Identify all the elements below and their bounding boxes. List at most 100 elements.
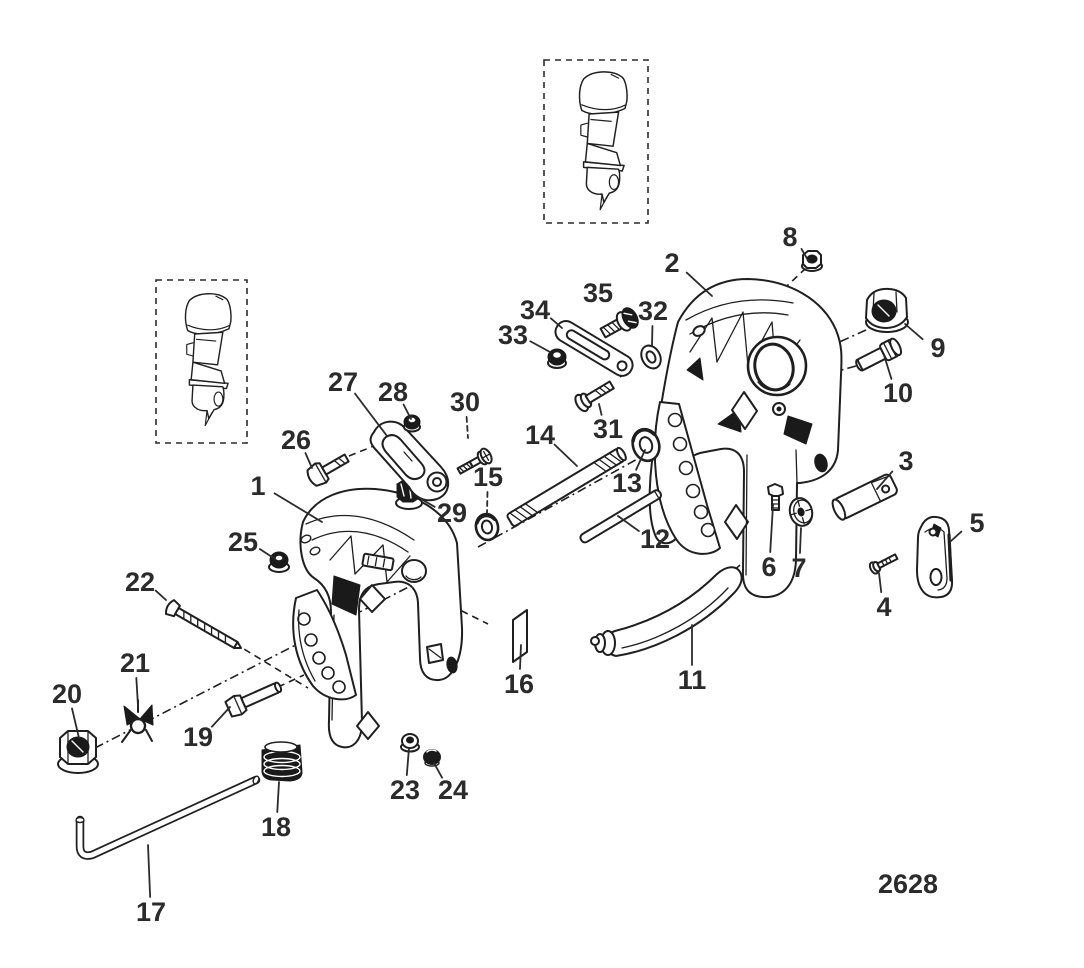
part-26-bolt — [306, 453, 350, 487]
leader-line-6 — [769, 504, 774, 553]
part-label-35: 35 — [583, 278, 613, 308]
part-14-clamp-screw — [506, 446, 627, 527]
part-34-link-plate — [554, 320, 634, 377]
part-2-clamp-bracket-starboard — [648, 278, 843, 599]
leader-line-12 — [617, 515, 640, 532]
part-label-19: 19 — [183, 722, 213, 752]
part-label-11: 11 — [678, 665, 707, 695]
leader-line-18 — [276, 781, 280, 813]
part-label-27: 27 — [328, 367, 358, 397]
part-30-screw — [456, 447, 493, 475]
part-23-flange-nut — [400, 733, 420, 753]
outboard-motor-thumbnail-top — [578, 71, 628, 211]
part-label-15: 15 — [473, 462, 503, 492]
leader-line-4 — [878, 572, 883, 594]
leader-line-9 — [904, 323, 924, 341]
part-17-tilt-lock-rod — [75, 775, 261, 860]
part-6-screw — [767, 483, 784, 511]
part-label-26: 26 — [281, 425, 311, 455]
part-20-flange-nut — [57, 730, 99, 774]
leader-line-5 — [950, 530, 963, 542]
part-label-24: 24 — [438, 775, 468, 805]
part-label-4: 4 — [876, 592, 891, 622]
part-15-washer — [474, 512, 500, 542]
part-label-10: 10 — [883, 378, 913, 408]
part-22-screw — [164, 599, 243, 650]
leader-line-20 — [71, 707, 80, 739]
part-5-tilt-lock-latch — [916, 515, 954, 599]
part-label-20: 20 — [52, 679, 82, 709]
leader-line-10 — [883, 354, 893, 380]
part-label-16: 16 — [504, 669, 534, 699]
part-label-13: 13 — [612, 468, 642, 498]
part-8-locknut — [801, 250, 823, 272]
part-label-34: 34 — [520, 295, 550, 325]
leader-line-24 — [433, 762, 443, 779]
part-label-22: 22 — [125, 567, 155, 597]
part-label-31: 31 — [593, 414, 623, 444]
reference-view-top — [543, 59, 649, 224]
part-label-14: 14 — [525, 420, 555, 450]
leader-line-13 — [635, 449, 646, 471]
part-28-locknut — [403, 414, 421, 433]
part-label-17: 17 — [136, 897, 166, 927]
part-19-bolt — [224, 681, 283, 718]
part-label-28: 28 — [378, 377, 408, 407]
part-21-spring-clip — [121, 699, 154, 743]
part-label-25: 25 — [228, 527, 258, 557]
part-label-6: 6 — [761, 552, 776, 582]
leader-line-21 — [135, 677, 139, 707]
leader-line-2 — [685, 271, 713, 297]
part-label-2: 2 — [664, 248, 679, 278]
part-9-cap-nut — [865, 287, 909, 333]
part-24-cap-nut — [423, 749, 441, 767]
leader-line-29 — [420, 498, 436, 508]
part-label-32: 32 — [638, 296, 668, 326]
clamp-screw-hole — [401, 559, 427, 583]
part-label-7: 7 — [791, 553, 806, 583]
part-label-8: 8 — [782, 222, 797, 252]
leader-line-3 — [876, 470, 894, 490]
part-33-locknut — [547, 348, 567, 369]
leader-line-8 — [800, 248, 810, 263]
part-label-3: 3 — [898, 446, 913, 476]
leader-line-23 — [405, 747, 410, 776]
part-1-clamp-bracket-port — [292, 487, 464, 749]
part-label-1: 1 — [250, 471, 265, 501]
figure-number: 2628 — [878, 869, 938, 899]
part-31-bolt — [574, 380, 615, 413]
part-label-21: 21 — [120, 648, 150, 678]
part-3-tilt-pin — [831, 473, 898, 521]
part-11-tilt-lever — [590, 566, 743, 657]
part-label-5: 5 — [969, 508, 984, 538]
leader-line-33 — [529, 340, 551, 353]
part-27-tilt-lock-lever — [369, 420, 449, 502]
leader-line-26 — [304, 452, 313, 469]
leader-line-7 — [799, 527, 802, 554]
part-18-spring — [261, 741, 303, 782]
part-25-locknut — [268, 551, 290, 573]
part-35-bolt — [599, 307, 639, 339]
leader-line-17 — [147, 844, 152, 898]
part-label-9: 9 — [930, 333, 945, 363]
leader-line-25 — [258, 548, 276, 560]
part-32-lock-washer — [640, 344, 662, 370]
part-4-screw — [868, 553, 899, 575]
part-10-bolt — [855, 337, 903, 372]
part-label-12: 12 — [640, 524, 670, 554]
part-7-washer-cap — [788, 497, 814, 527]
part-16-decal — [512, 609, 528, 663]
part-label-18: 18 — [261, 812, 291, 842]
leader-line-22 — [154, 589, 167, 601]
part-label-33: 33 — [498, 320, 528, 350]
part-label-29: 29 — [437, 498, 467, 528]
leader-line-27 — [354, 392, 388, 437]
leader-line-34 — [549, 317, 563, 329]
leader-line-16 — [519, 644, 522, 670]
leader-line-1 — [273, 492, 323, 523]
leader-line-30 — [465, 416, 469, 439]
leader-line-19 — [210, 706, 231, 728]
